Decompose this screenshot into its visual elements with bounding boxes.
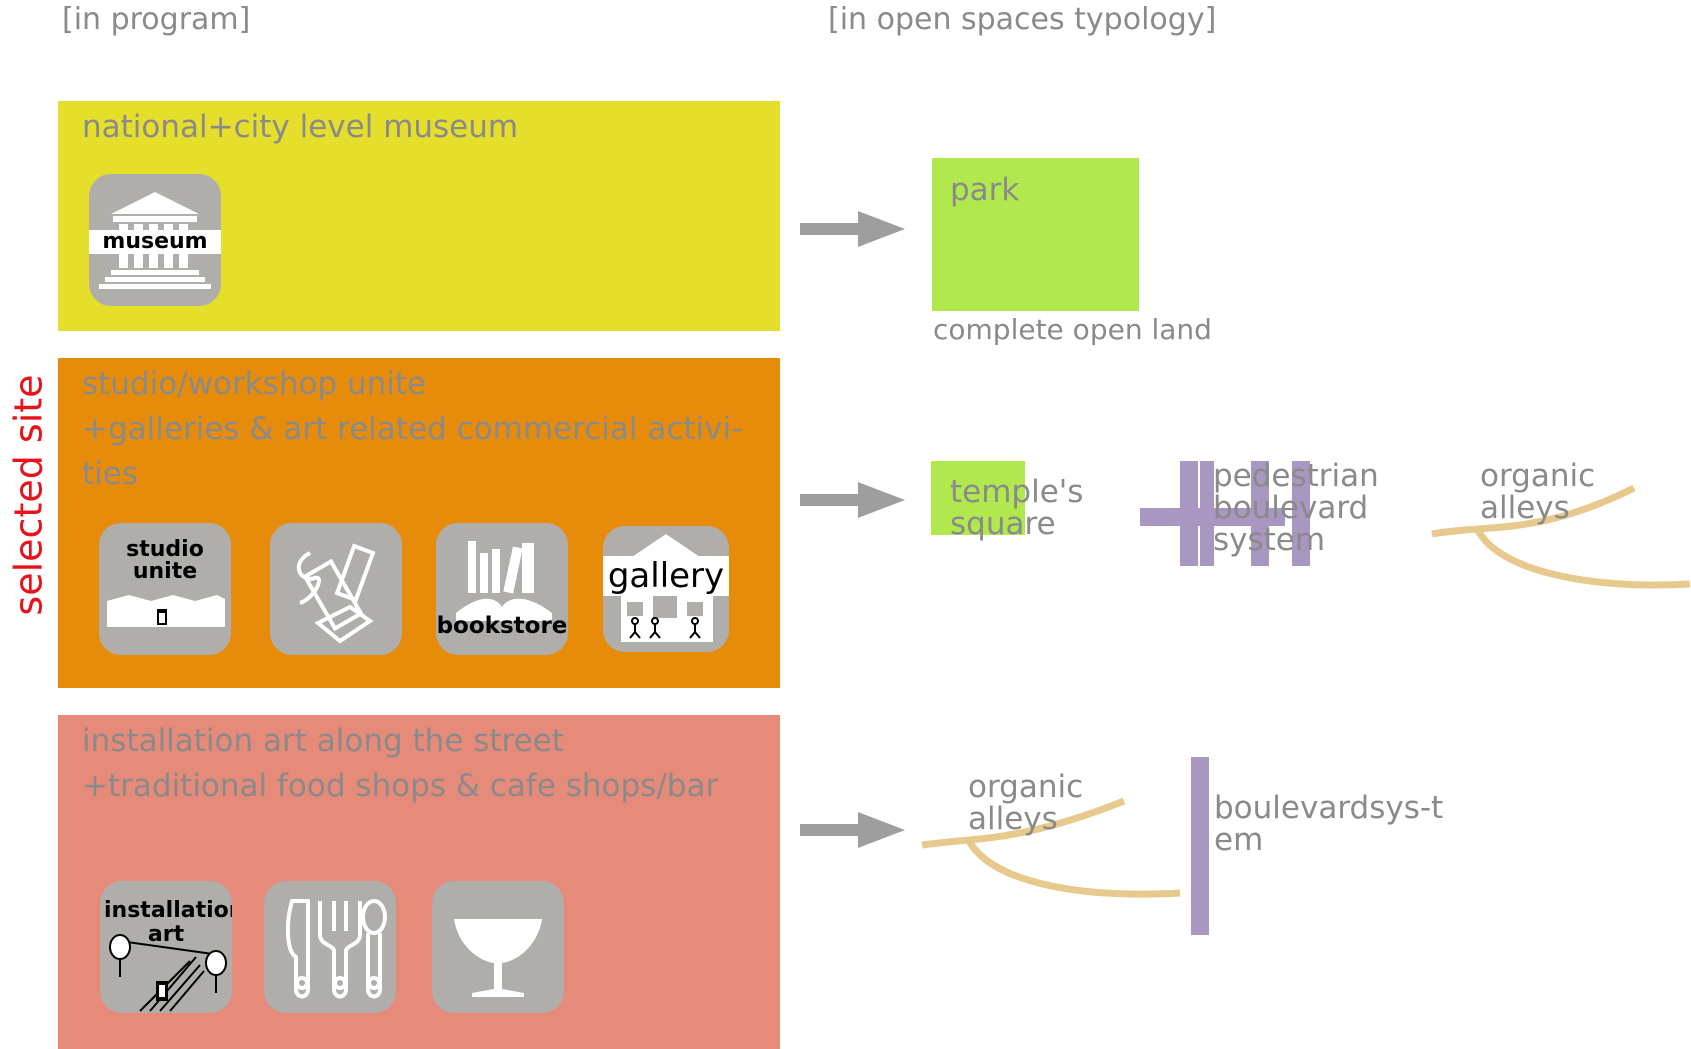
studio-band-title: studio/workshop unite +galleries & art r… xyxy=(82,366,743,492)
installation-band-title: installation art along the street +tradi… xyxy=(82,723,719,804)
typology-column-header: [in open spaces typology] xyxy=(828,2,1217,37)
pedestrian-boulevard-street xyxy=(1180,461,1198,566)
cutlery-icon xyxy=(264,881,396,1013)
organic-alleys-label: organic alleys xyxy=(968,769,1084,837)
park-block xyxy=(932,158,1139,311)
cocktail-glass-icon xyxy=(432,881,564,1013)
arrow-icon xyxy=(800,812,905,848)
selected-site-label: selected site xyxy=(7,374,51,616)
art-supplies-icon xyxy=(270,523,402,655)
bookstore-icon: bookstore xyxy=(436,523,568,655)
temple-square-block xyxy=(931,461,1025,535)
pedestrian-boulevard-street xyxy=(1292,461,1310,566)
studio-band: studio/workshop unite +galleries & art r… xyxy=(58,358,780,688)
pedestrian-boulevard-street xyxy=(1200,461,1214,566)
arrow-icon xyxy=(800,211,905,247)
organic-alleys-curves xyxy=(921,797,1181,898)
museum-band-title: national+city level museum xyxy=(82,109,519,145)
museum-band: national+city level museum museum xyxy=(58,101,780,331)
temple-square-label: temple's square xyxy=(950,474,1084,542)
arrow-icon xyxy=(800,482,905,518)
boulevard-system-street xyxy=(1191,757,1209,935)
park-caption: complete open land xyxy=(933,313,1212,346)
boulevard-system-label: boulevardsys-tem xyxy=(1214,790,1444,858)
gallery-icon: gallery xyxy=(603,526,729,652)
pedestrian-boulevard-label: pedestrian boulevard system xyxy=(1213,458,1379,558)
program-column-header: [in program] xyxy=(62,2,251,37)
pedestrian-boulevard-street xyxy=(1251,461,1269,566)
organic-alleys-label: organic alleys xyxy=(1480,458,1596,526)
park-label: park xyxy=(950,172,1020,208)
organic-alleys-curves xyxy=(1431,484,1691,589)
installation-art-icon: installation art xyxy=(100,881,232,1013)
studio-unite-icon: studio unite xyxy=(99,523,231,655)
installation-band: installation art along the street +tradi… xyxy=(58,715,780,1049)
museum-icon: museum xyxy=(89,174,221,306)
